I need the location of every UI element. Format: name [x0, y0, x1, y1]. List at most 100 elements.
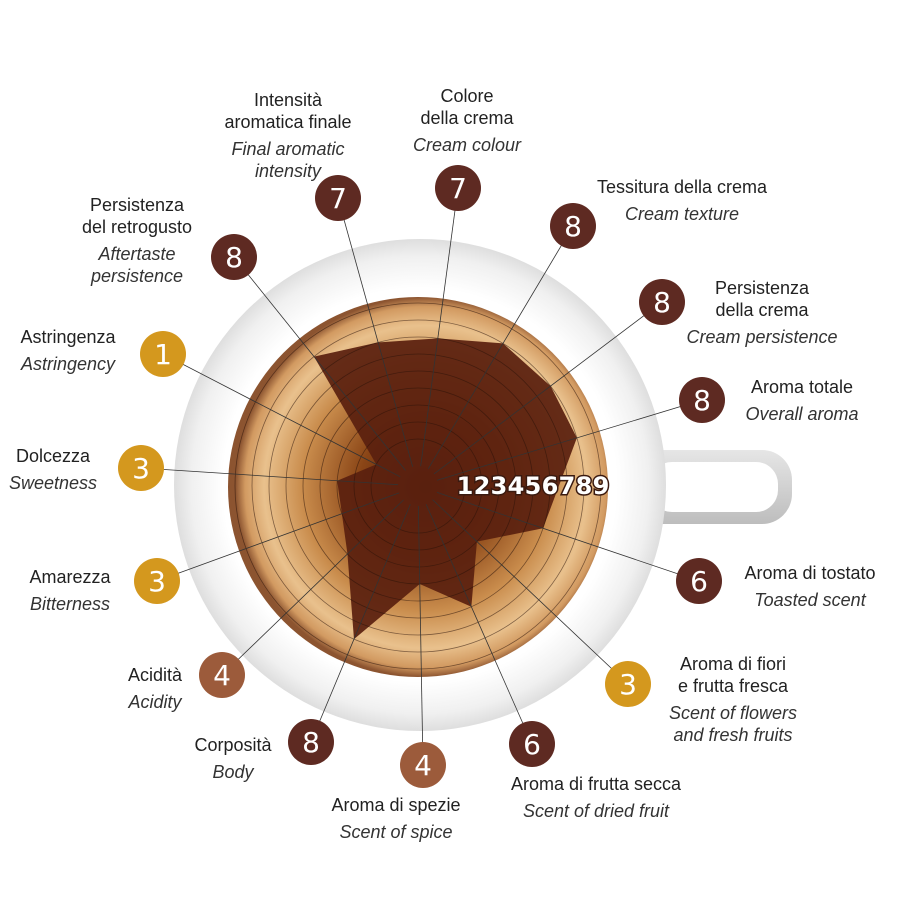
axis-spoke — [427, 225, 574, 470]
grid-ring-3 — [336, 404, 500, 568]
axis-label-english: Cream persistence — [686, 327, 838, 347]
axis-label-italian: Aroma di spezie — [331, 795, 461, 815]
axis-label-english: Cream texture — [624, 204, 740, 224]
value-badge: 3 — [605, 661, 651, 707]
grid-ring-7 — [268, 336, 568, 636]
value-badge-text: 8 — [564, 210, 582, 243]
axis-label-italian: della crema — [420, 108, 514, 128]
value-badge-text: 1 — [154, 338, 172, 371]
axis-label-english: Aftertaste — [98, 244, 176, 264]
axis-spoke — [310, 504, 411, 743]
axis-spoke — [140, 467, 399, 486]
axis-label-italian: Persistenza — [714, 278, 810, 298]
scale-tick-label: 3 — [491, 472, 508, 500]
axis-spoke — [433, 301, 663, 475]
axis-spoke — [420, 187, 459, 467]
axis-label-english: Final aromatic — [231, 139, 345, 159]
grid-ring-2 — [353, 421, 483, 551]
value-badge-text: 8 — [302, 726, 320, 759]
value-badge: 1 — [140, 331, 186, 377]
axis-label-italian: Acidità — [127, 665, 183, 685]
value-badge: 8 — [288, 719, 334, 765]
value-badge-text: 3 — [619, 668, 637, 701]
value-badge-circle — [679, 377, 725, 423]
axis-label-english: Scent of flowers — [668, 703, 798, 723]
value-badge: 4 — [199, 652, 245, 698]
axis-spoke — [233, 256, 406, 471]
grid-ring-1 — [370, 438, 466, 534]
axis-label-english: Astringency — [20, 354, 116, 374]
value-badge-text: 4 — [414, 749, 432, 782]
axis-label-italian: della crema — [715, 300, 809, 320]
value-badge-text: 7 — [329, 182, 347, 215]
value-badge-circle — [605, 661, 651, 707]
value-badge-circle — [509, 721, 555, 767]
axis-label-english: Body — [212, 762, 254, 782]
value-badge: 6 — [509, 721, 555, 767]
value-badge-circle — [435, 165, 481, 211]
value-badge-text: 7 — [449, 172, 467, 205]
axis-label-english: Sweetness — [8, 473, 98, 493]
scale-tick-label: 4 — [508, 472, 525, 500]
axis-label-english: Overall aroma — [745, 404, 859, 424]
axis-label-italian: aromatica finale — [224, 112, 352, 132]
value-badge-circle — [400, 742, 446, 788]
axis-label-italian: Tessitura della crema — [596, 177, 768, 197]
value-badge: 7 — [315, 175, 361, 221]
axis-spoke — [437, 399, 703, 481]
cup-handle — [630, 450, 792, 524]
axis-label-italian: Aroma di frutta secca — [510, 774, 682, 794]
axis-label-italian: Colore — [440, 86, 494, 106]
axis-spoke — [221, 499, 404, 676]
scale-tick-label: 8 — [576, 472, 593, 500]
grid-ring-9 — [234, 302, 602, 670]
axis-spoke — [417, 505, 424, 766]
grid-ring-8 — [251, 319, 585, 653]
axis-label-english: Toasted scent — [754, 590, 866, 610]
value-badge-text: 6 — [523, 728, 541, 761]
axis-spoke — [337, 197, 414, 467]
axis-label-italian: e frutta fresca — [677, 676, 789, 696]
value-badge: 8 — [211, 234, 257, 280]
value-badge: 3 — [134, 558, 180, 604]
value-badge-text: 8 — [693, 384, 711, 417]
value-badge-text: 8 — [225, 241, 243, 274]
axis-label-italian: Aroma di fiori — [679, 654, 787, 674]
axis-label-italian: Dolcezza — [15, 446, 91, 466]
value-badge-circle — [199, 652, 245, 698]
grid-ring-5 — [302, 370, 534, 602]
axis-label-english: Cream colour — [412, 135, 522, 155]
value-badge: 3 — [118, 445, 164, 491]
value-badge: 7 — [435, 165, 481, 211]
axis-spoke — [432, 499, 629, 685]
axis-label-italian: Amarezza — [29, 567, 111, 587]
scale-tick-label: 1 — [457, 472, 474, 500]
value-badge: 8 — [550, 203, 596, 249]
axis-spoke — [156, 492, 400, 582]
value-badge-text: 6 — [690, 565, 708, 598]
value-badge-circle — [134, 558, 180, 604]
value-badge-text: 4 — [213, 659, 231, 692]
axis-label-italian: Aroma di tostato — [744, 563, 876, 583]
value-badge-circle — [288, 719, 334, 765]
axis-label-italian: Corposità — [194, 735, 272, 755]
value-badge-text: 3 — [148, 565, 166, 598]
radar-polygon — [314, 338, 577, 640]
axis-label-english: and fresh fruits — [673, 725, 793, 745]
grid-ring-6 — [285, 353, 551, 619]
axis-label-italian: del retrogusto — [81, 217, 193, 237]
grid-ring-4 — [319, 387, 517, 585]
scale-tick-label: 2 — [474, 472, 491, 500]
axis-label-italian: Astringenza — [20, 327, 116, 347]
value-badge-circle — [315, 175, 361, 221]
value-badge-circle — [140, 331, 186, 377]
